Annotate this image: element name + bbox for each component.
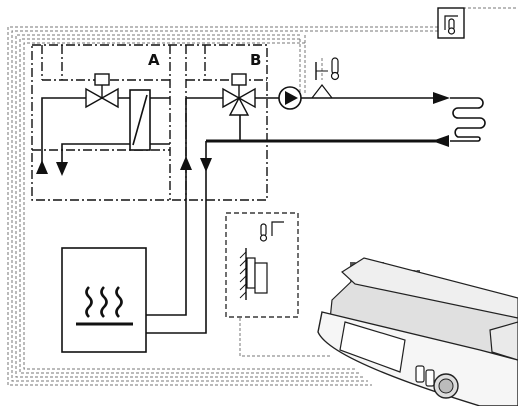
sensor-wiring: [7, 7, 518, 386]
circuit-a-pipes: [41, 97, 170, 170]
thermometer-icon: [447, 18, 456, 35]
circuit-a-label: A: [148, 51, 160, 69]
circuit-boundary: [31, 44, 268, 201]
floor-heating-coil-icon: [450, 97, 486, 142]
flow-arrow-up-b: [180, 156, 192, 170]
heat-source: [61, 247, 147, 353]
heat-waves-icon: [85, 286, 123, 318]
room-sensor: [437, 7, 465, 39]
circuit-b-label: B: [250, 51, 261, 69]
controller-unit-icon: [317, 257, 518, 406]
pump-icon: [278, 86, 302, 110]
flow-arrow-down-b: [200, 158, 212, 172]
flow-arrow-up-a: [36, 160, 48, 174]
return-flow-arrow: [432, 135, 449, 147]
supply-flow-arrow: [433, 92, 450, 104]
thermometer-icon: [330, 57, 340, 81]
three-way-valve-icon: [222, 73, 256, 116]
two-way-valve-icon: [85, 73, 119, 109]
flow-arrow-down-a: [56, 162, 68, 176]
heat-exchanger-icon: [129, 89, 151, 151]
thermometer-icon: [259, 223, 268, 242]
flow-sensor: [311, 62, 333, 99]
outdoor-sensor: [225, 212, 299, 318]
